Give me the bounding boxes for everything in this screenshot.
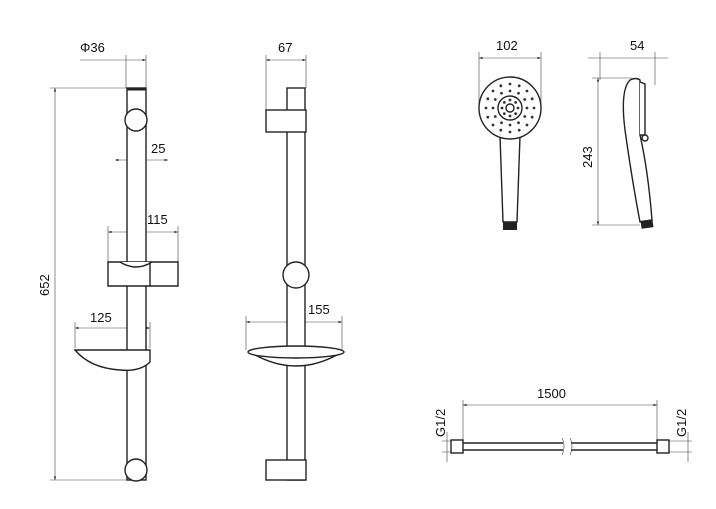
dim-hose-thread-right: G1/2	[674, 409, 689, 437]
nozzle-dot	[500, 106, 504, 110]
nozzle-dot	[523, 115, 527, 118]
nozzle-dot	[508, 130, 512, 134]
rail-front-view: Φ36 25 115 125 652	[37, 40, 179, 482]
nozzle-dot	[517, 128, 521, 132]
nozzle-dot	[508, 123, 512, 127]
nozzle-dot	[491, 123, 495, 127]
nozzle-dot	[532, 106, 536, 110]
dim-soap-dish-width: 155	[308, 302, 330, 317]
nozzle-dot	[525, 106, 529, 110]
dim-hose-length: 1500	[537, 386, 566, 401]
nozzle-dot	[491, 106, 495, 110]
nozzle-dot	[514, 112, 518, 116]
nozzle-dot	[514, 100, 518, 104]
nozzle-dot	[499, 84, 503, 88]
dim-rail-height: 652	[37, 274, 52, 296]
nozzle-dot	[499, 128, 503, 132]
nozzle-dot	[516, 106, 520, 110]
nozzle-dot	[500, 121, 503, 125]
nozzle-dot	[502, 100, 506, 104]
rail-side-view: 67 155	[245, 40, 345, 481]
dim-rail-diameter: Φ36	[80, 40, 105, 55]
nozzle-dot	[517, 91, 520, 95]
dim-hose-thread-left: G1/2	[433, 409, 448, 437]
dim-head-depth: 54	[630, 38, 644, 53]
dim-bracket-depth: 67	[278, 40, 292, 55]
nozzle-dot	[530, 115, 534, 119]
nozzle-dot	[525, 89, 529, 93]
nozzle-dot	[491, 89, 495, 93]
nozzle-dot	[517, 84, 521, 88]
nozzle-dot	[502, 112, 506, 116]
nozzle-dot	[508, 114, 512, 118]
nozzle-pattern	[484, 82, 536, 134]
nozzle-dot	[484, 106, 488, 110]
dim-slider-width: 115	[147, 212, 168, 227]
dim-head-diameter: 102	[496, 38, 518, 53]
nozzle-dot	[508, 82, 512, 86]
dim-rail-width: 25	[151, 141, 165, 156]
nozzle-dot	[500, 91, 503, 95]
dim-soap-dish-depth: 125	[90, 310, 112, 325]
nozzle-dot	[525, 123, 529, 127]
nozzle-dot	[486, 115, 490, 119]
nozzle-dot	[493, 98, 497, 101]
nozzle-dot	[508, 89, 512, 93]
nozzle-dot	[517, 121, 520, 125]
nozzle-dot	[486, 97, 490, 101]
nozzle-dot	[530, 97, 534, 101]
dim-shower-length: 243	[580, 146, 595, 168]
hand-shower-front-view: 102	[478, 38, 542, 230]
nozzle-dot	[508, 98, 512, 102]
hose-view: 1500 G1/2 G1/2	[433, 386, 692, 462]
nozzle-dot	[523, 98, 527, 101]
nozzle-dot	[493, 115, 497, 118]
hand-shower-side-view: 54 243	[580, 38, 668, 229]
